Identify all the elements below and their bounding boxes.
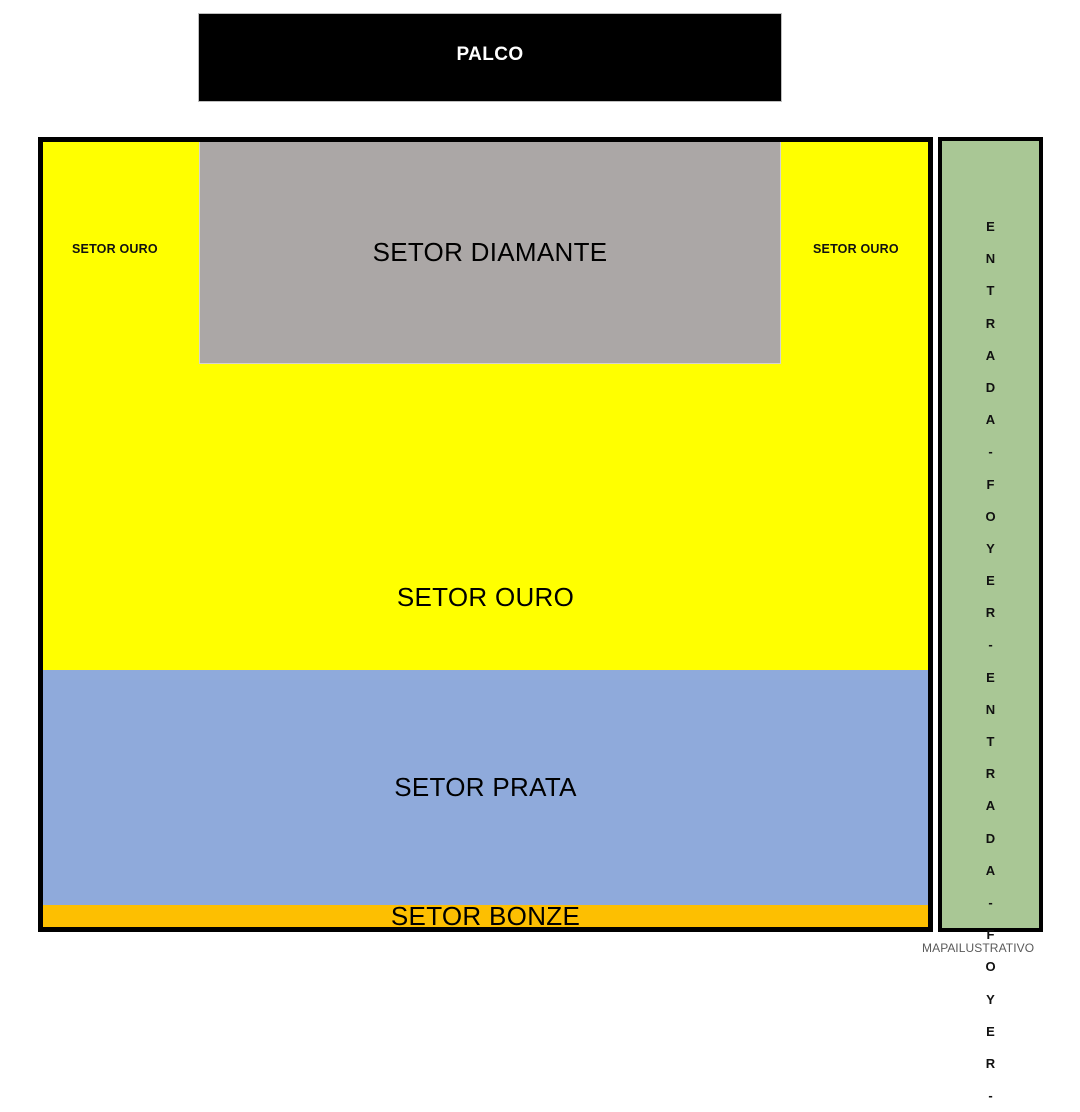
foyer-separator-char: - xyxy=(988,444,993,460)
foyer-letter-char: R xyxy=(985,605,996,621)
sector-ouro-label-right: SETOR OURO xyxy=(813,242,899,256)
sector-bonze-label: SETOR BONZE xyxy=(390,900,581,931)
foyer-letter-char: R xyxy=(985,766,996,782)
foyer-letter-char: E xyxy=(986,219,995,234)
foyer-letter-char: T xyxy=(986,283,995,299)
foyer-letter-char: A xyxy=(985,412,996,428)
sector-diamante[interactable]: SETOR DIAMANTE xyxy=(200,142,780,363)
foyer-letter-char: D xyxy=(985,830,996,846)
foyer-letter-char: D xyxy=(985,379,996,395)
foyer-letter-char: A xyxy=(985,862,996,878)
stage-area[interactable]: PALCO xyxy=(199,14,781,101)
foyer-letter-char: F xyxy=(986,927,995,943)
venue-seating-map: PALCO SETOR DIAMANTE SETOR OURO SETOR OU… xyxy=(38,14,1043,1104)
foyer-letter-char: A xyxy=(985,798,996,814)
foyer-letter-char: A xyxy=(985,347,996,363)
foyer-separator-char: - xyxy=(988,637,993,653)
foyer-letter-char: N xyxy=(985,251,996,267)
foyer-letter-char: T xyxy=(986,734,995,749)
sector-prata[interactable]: SETOR PRATA xyxy=(43,670,928,905)
map-disclaimer-caption: MAPA ILUSTRATIVO xyxy=(922,941,1035,955)
foyer-letter-char: Y xyxy=(986,540,995,556)
foyer-letter-char: N xyxy=(985,701,996,717)
foyer-separator-char: - xyxy=(988,1088,993,1104)
foyer-letter-char: E xyxy=(986,669,995,685)
foyer-letter-char: E xyxy=(986,573,995,589)
sector-prata-label: SETOR PRATA xyxy=(394,772,577,802)
foyer-letter-char: O xyxy=(985,959,996,975)
sector-ouro-label: SETOR OURO xyxy=(396,582,575,612)
foyer-letter-char: R xyxy=(985,315,996,331)
foyer-letter-char: O xyxy=(985,508,996,524)
sector-ouro-upper[interactable]: SETOR DIAMANTE SETOR OURO SETOR OURO xyxy=(43,142,928,525)
foyer-letter-char: F xyxy=(986,476,995,492)
sector-ouro[interactable]: SETOR OURO xyxy=(43,525,928,670)
stage-label: PALCO xyxy=(456,43,524,65)
sector-diamante-label: SETOR DIAMANTE xyxy=(372,237,608,267)
foyer-letter-char: E xyxy=(986,1023,995,1039)
foyer-letter-char: Y xyxy=(986,991,995,1007)
seating-block: SETOR DIAMANTE SETOR OURO SETOR OURO SET… xyxy=(38,137,933,932)
foyer-letter-char: R xyxy=(985,1055,996,1071)
sector-bonze[interactable]: SETOR BONZE xyxy=(43,901,928,927)
sector-ouro-label-left: SETOR OURO xyxy=(72,242,158,256)
foyer-separator-char: - xyxy=(988,894,993,910)
